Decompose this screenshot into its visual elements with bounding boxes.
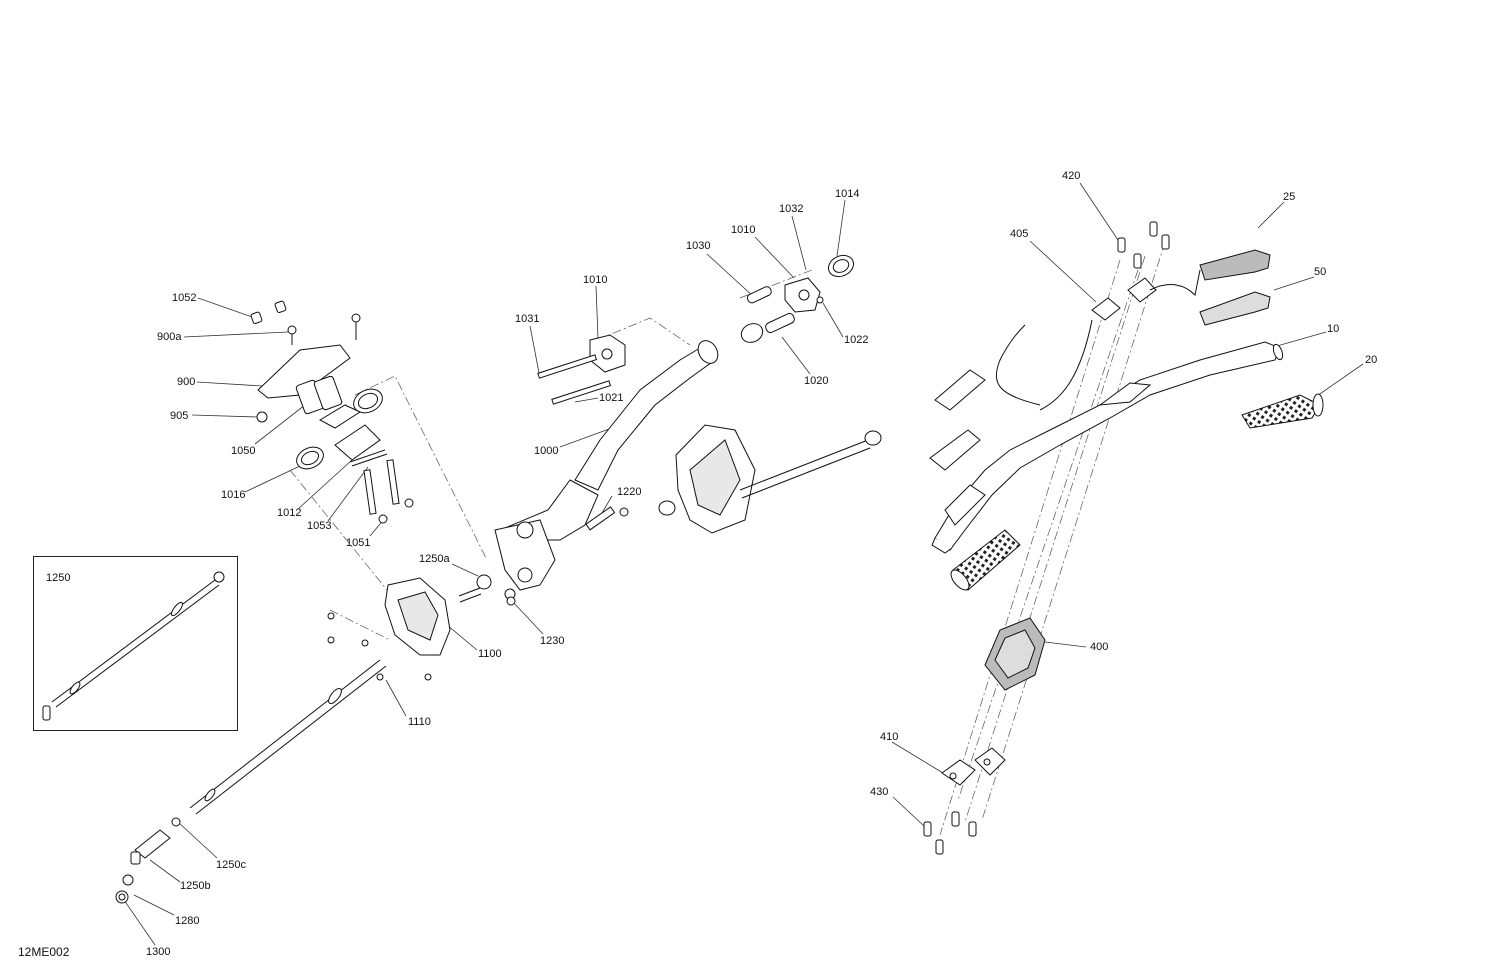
callout-1031: 1031 <box>515 313 540 325</box>
callout-430: 430 <box>870 786 889 798</box>
riser-and-clamps <box>923 617 1046 855</box>
callout-1012: 1012 <box>277 507 302 519</box>
diagram-code: 12ME002 <box>18 945 70 959</box>
callout-900: 900 <box>177 376 196 388</box>
callout-1053: 1053 <box>307 520 332 532</box>
callout-905: 905 <box>170 410 189 422</box>
grips <box>929 249 1324 591</box>
callout-10: 10 <box>1327 323 1340 335</box>
leader-lines <box>123 182 1364 946</box>
callout-1010-right: 1010 <box>731 224 756 236</box>
callout-1052: 1052 <box>172 292 197 304</box>
lower-cover <box>327 574 516 681</box>
callout-1010-left: 1010 <box>583 274 608 286</box>
callout-1250a: 1250a <box>419 553 450 565</box>
callout-50: 50 <box>1314 266 1327 278</box>
callout-1250c: 1250c <box>216 859 246 871</box>
callout-420: 420 <box>1062 170 1081 182</box>
callout-1051: 1051 <box>346 537 371 549</box>
handlebar <box>931 341 1284 554</box>
callout-1032: 1032 <box>779 203 804 215</box>
clamp-assembly <box>250 300 414 524</box>
callout-1022: 1022 <box>844 334 869 346</box>
callout-400: 400 <box>1090 641 1109 653</box>
callout-1030: 1030 <box>686 240 711 252</box>
callout-1250b: 1250b <box>180 880 211 892</box>
callout-405: 405 <box>1010 228 1029 240</box>
callout-1050: 1050 <box>231 445 256 457</box>
callout-900a: 900a <box>157 331 182 343</box>
inset-tie-rod <box>42 571 225 721</box>
top-screws-and-cable <box>995 221 1201 411</box>
lower-tie-rod <box>115 659 387 904</box>
inset-label: 1250 <box>46 572 71 584</box>
steering-shaft <box>494 254 855 591</box>
callout-1110: 1110 <box>408 716 431 728</box>
callout-1230: 1230 <box>540 635 565 647</box>
callout-410: 410 <box>880 731 899 743</box>
callout-20: 20 <box>1365 354 1378 366</box>
callout-25: 25 <box>1283 191 1296 203</box>
callout-1220: 1220 <box>617 486 642 498</box>
callout-1014: 1014 <box>835 188 860 200</box>
upper-cover-and-rod <box>585 424 882 534</box>
inset-box-1250: 1250 <box>33 556 238 731</box>
callout-1300: 1300 <box>146 946 171 958</box>
callout-1021: 1021 <box>599 392 624 404</box>
alignment-lines <box>289 241 1166 836</box>
callout-1280: 1280 <box>175 915 200 927</box>
callout-1100: 1100 <box>478 648 502 660</box>
callout-1020: 1020 <box>804 375 829 387</box>
callout-1016: 1016 <box>221 489 246 501</box>
callout-1000: 1000 <box>534 445 559 457</box>
